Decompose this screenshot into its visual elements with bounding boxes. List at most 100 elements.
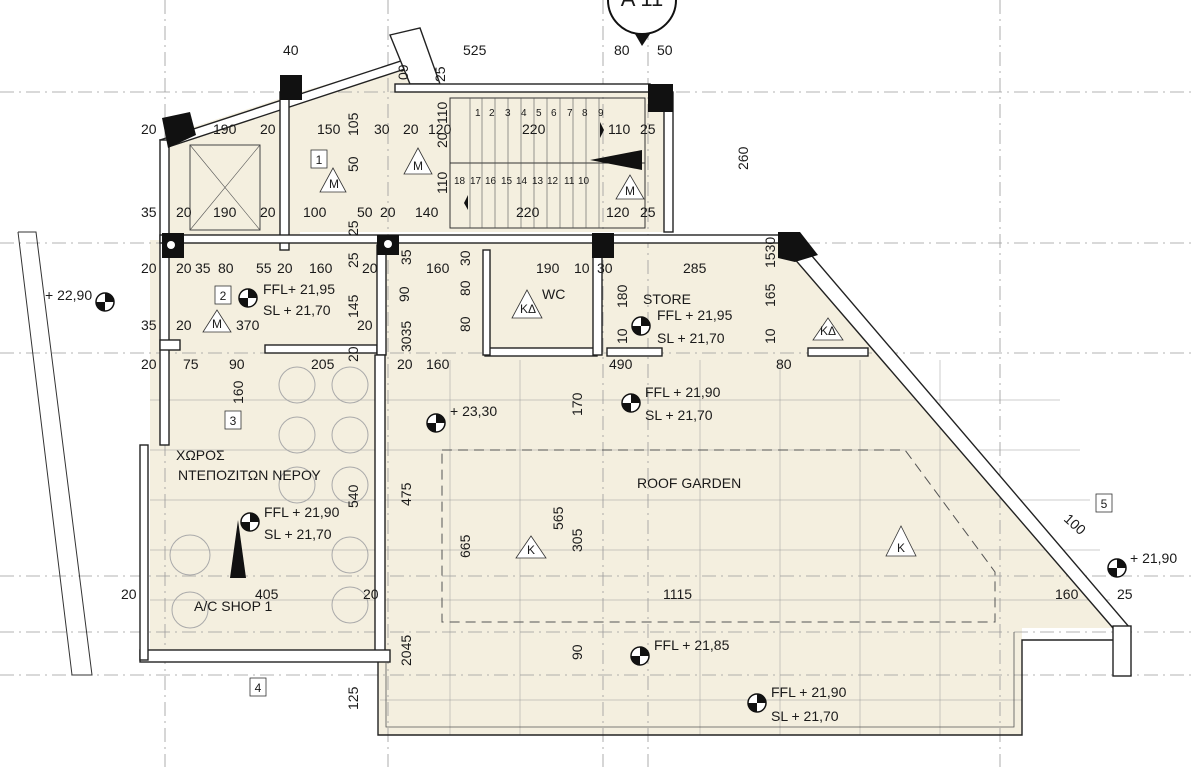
dim-r3-20: 20 — [141, 260, 157, 276]
mid-sl: SL + 21,70 — [645, 407, 713, 423]
dim-r4-35: 35 — [141, 317, 157, 333]
dim-r2-120: 120 — [606, 204, 630, 220]
symbol-kd-2: ΚΔ — [820, 324, 836, 338]
dim-r4-20b: 20 — [357, 317, 373, 333]
dim-v1530: 1530 — [762, 237, 778, 268]
stair-step-15: 15 — [501, 176, 513, 187]
bottom-ffl: FFL + 21,85 — [654, 637, 730, 653]
dim-r3-30: 30 — [597, 260, 613, 276]
symbol-m-2: M — [413, 159, 423, 173]
dim-r2-220: 220 — [516, 204, 540, 220]
room-store-label: STORE — [643, 291, 691, 307]
dim-r2-140: 140 — [415, 204, 439, 220]
dim-r2-100: 100 — [303, 204, 327, 220]
section-mark-label: A 11 — [621, 0, 663, 11]
room-roof-garden-label: ROOF GARDEN — [637, 475, 741, 491]
stair-step-14: 14 — [516, 176, 528, 187]
shop-ffl: FFL + 21,90 — [264, 504, 340, 520]
roof-garden-planter-outline — [441, 449, 996, 623]
dim-r3-20b: 20 — [176, 260, 192, 276]
dim-v25: 25 — [345, 220, 361, 236]
dim-r5-160: 160 — [426, 356, 450, 372]
dim-v305: 305 — [569, 528, 585, 552]
dim-r1-30: 30 — [374, 121, 390, 137]
dim-v90b: 90 — [569, 644, 585, 660]
symbol-kd-1: ΚΔ — [520, 302, 536, 316]
dim-r3-285: 285 — [683, 260, 707, 276]
dim-v20b: 20 — [345, 346, 361, 362]
dim-r1-20: 20 — [141, 121, 157, 137]
triangle-symbols — [202, 147, 917, 559]
water-tanks — [169, 366, 369, 629]
dim-v165: 165 — [762, 283, 778, 307]
dim-r3-10: 10 — [574, 260, 590, 276]
room-water-tanks-label-2: ΝΤΕΠΟΖΙΤΩΝ ΝΕΡΟΥ — [178, 467, 321, 483]
dim-r6-405: 405 — [255, 586, 279, 602]
stair-step-7: 7 — [567, 108, 573, 119]
tag-boxes — [214, 149, 1113, 697]
dim-v80: 80 — [457, 280, 473, 296]
dim-r3-160b: 160 — [426, 260, 450, 276]
dim-v665: 665 — [457, 534, 473, 558]
store-ffl: FFL + 21,95 — [657, 307, 733, 323]
stair-step-8: 8 — [582, 108, 588, 119]
dim-r3-35: 35 — [195, 260, 211, 276]
stair-step-10: 10 — [578, 176, 590, 187]
columns — [162, 75, 818, 262]
dim-r3-20c: 20 — [277, 260, 293, 276]
dim-v260: 260 — [735, 146, 751, 170]
section-mark: A 11 — [607, 0, 677, 46]
dim-v110a: 110 — [434, 101, 450, 124]
dim-r1-220: 220 — [522, 121, 546, 137]
dim-r2-35: 35 — [141, 204, 157, 220]
dim-v540: 540 — [345, 484, 361, 508]
left-slab-outline — [17, 231, 93, 676]
mid-ffl: FFL + 21,90 — [645, 384, 721, 400]
tag-2: 2 — [220, 289, 227, 303]
symbol-m-4: M — [212, 317, 222, 331]
dim-525: 525 — [463, 42, 487, 58]
stair-step-5: 5 — [536, 108, 542, 119]
dim-v3035: 3035 — [398, 321, 414, 352]
dim-v2045: 2045 — [398, 635, 414, 666]
room-ac-shop-label: A/C SHOP 1 — [194, 598, 273, 614]
symbol-k-2: Κ — [897, 541, 905, 555]
low-sl: SL + 21,70 — [771, 708, 839, 724]
low-ffl: FFL + 21,90 — [771, 684, 847, 700]
dim-v180: 180 — [614, 284, 630, 308]
tag-5: 5 — [1101, 497, 1108, 511]
walls — [139, 27, 1132, 736]
shop-sl: SL + 21,70 — [264, 526, 332, 542]
dim-40: 40 — [283, 42, 299, 58]
level-22-90: + 22,90 — [45, 287, 92, 303]
stair-step-1: 1 — [475, 108, 481, 119]
dim-v90: 90 — [396, 286, 412, 302]
dim-v110b: 110 — [434, 171, 450, 194]
stair-step-6: 6 — [551, 108, 557, 119]
dim-v20: 20 — [434, 132, 450, 148]
level-markers — [95, 288, 1127, 713]
dim-v145: 145 — [345, 294, 361, 318]
stair-step-2: 2 — [489, 108, 495, 119]
stair-step-13: 13 — [532, 176, 544, 187]
tag-1: 1 — [316, 153, 323, 167]
dim-r2-20: 20 — [176, 204, 192, 220]
storefront-sl: SL + 21,70 — [263, 302, 331, 318]
room-water-tanks-label-1: ΧΩΡΟΣ — [176, 447, 225, 463]
dim-100: 100 — [1061, 510, 1089, 538]
tag-4: 4 — [255, 681, 262, 695]
dim-r4-20: 20 — [176, 317, 192, 333]
dim-v25b: 25 — [345, 252, 361, 268]
dim-r1-20b: 20 — [260, 121, 276, 137]
level-23-30: + 23,30 — [450, 403, 497, 419]
dim-r1-190: 190 — [213, 121, 237, 137]
dim-v80b: 80 — [457, 316, 473, 332]
dim-r5-75: 75 — [183, 356, 199, 372]
dim-v10b: 10 — [762, 328, 778, 344]
dim-r5-20: 20 — [141, 356, 157, 372]
dim-v125: 125 — [345, 686, 361, 710]
dim-r3-55: 55 — [256, 260, 272, 276]
direction-arrows — [230, 122, 642, 578]
dim-v10a: 10 — [614, 328, 630, 344]
